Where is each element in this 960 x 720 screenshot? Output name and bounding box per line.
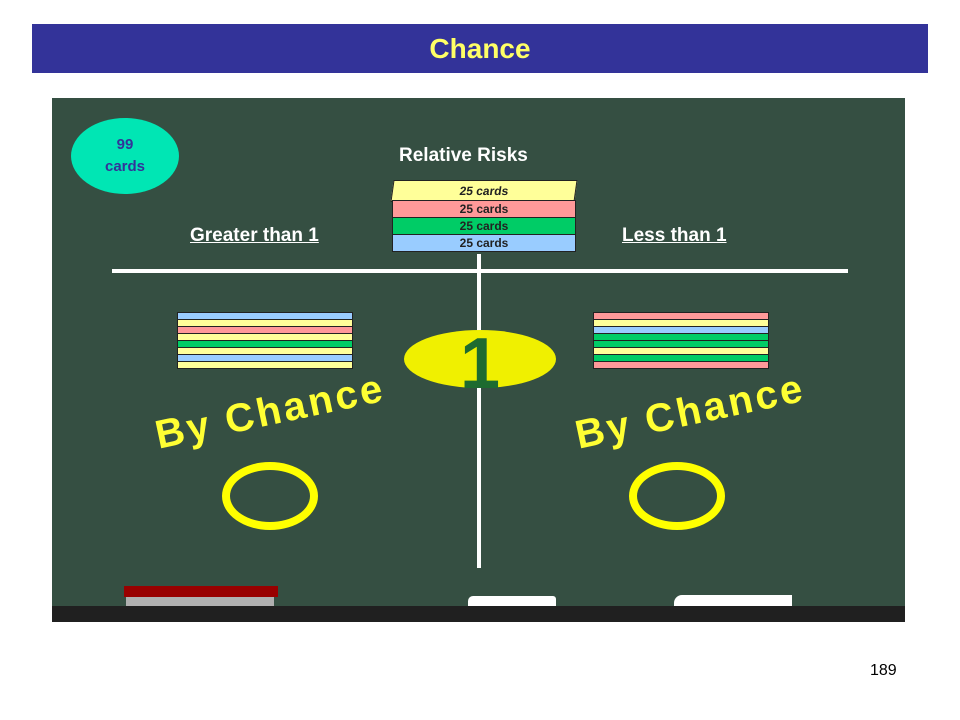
vertical-divider	[477, 254, 481, 568]
greater-than-one-label: Greater than 1	[190, 225, 319, 246]
right-by-chance-caption: By Chance	[571, 365, 810, 458]
eraser-base	[126, 597, 274, 606]
chalkboard: 99 cards Relative Risks Greater than 1 L…	[52, 98, 905, 622]
slide-title: Chance	[32, 24, 928, 73]
card-count-number: 99	[116, 136, 134, 153]
page-number: 189	[870, 662, 897, 679]
chalk-ledge	[52, 606, 905, 622]
deck-card: 25 cards	[390, 180, 578, 202]
chalk-piece-icon	[468, 596, 556, 607]
pile-card	[593, 361, 769, 369]
deck-card: 25 cards	[392, 234, 576, 252]
card-count-badge: 99 cards	[71, 118, 179, 194]
eraser-icon	[124, 586, 278, 597]
left-by-chance-caption: By Chance	[151, 365, 390, 458]
deck-card: 25 cards	[392, 200, 576, 218]
less-than-one-label: Less than 1	[622, 225, 727, 246]
right-empty-circle	[629, 462, 725, 530]
card-count-unit: cards	[104, 158, 146, 175]
left-empty-circle	[222, 462, 318, 530]
relative-risks-heading: Relative Risks	[399, 145, 528, 166]
null-value: 1	[459, 324, 501, 404]
deck-card: 25 cards	[392, 217, 576, 235]
chalk-piece-icon	[674, 595, 792, 607]
null-value-ellipse: 1	[404, 324, 556, 404]
pile-card	[177, 361, 353, 369]
